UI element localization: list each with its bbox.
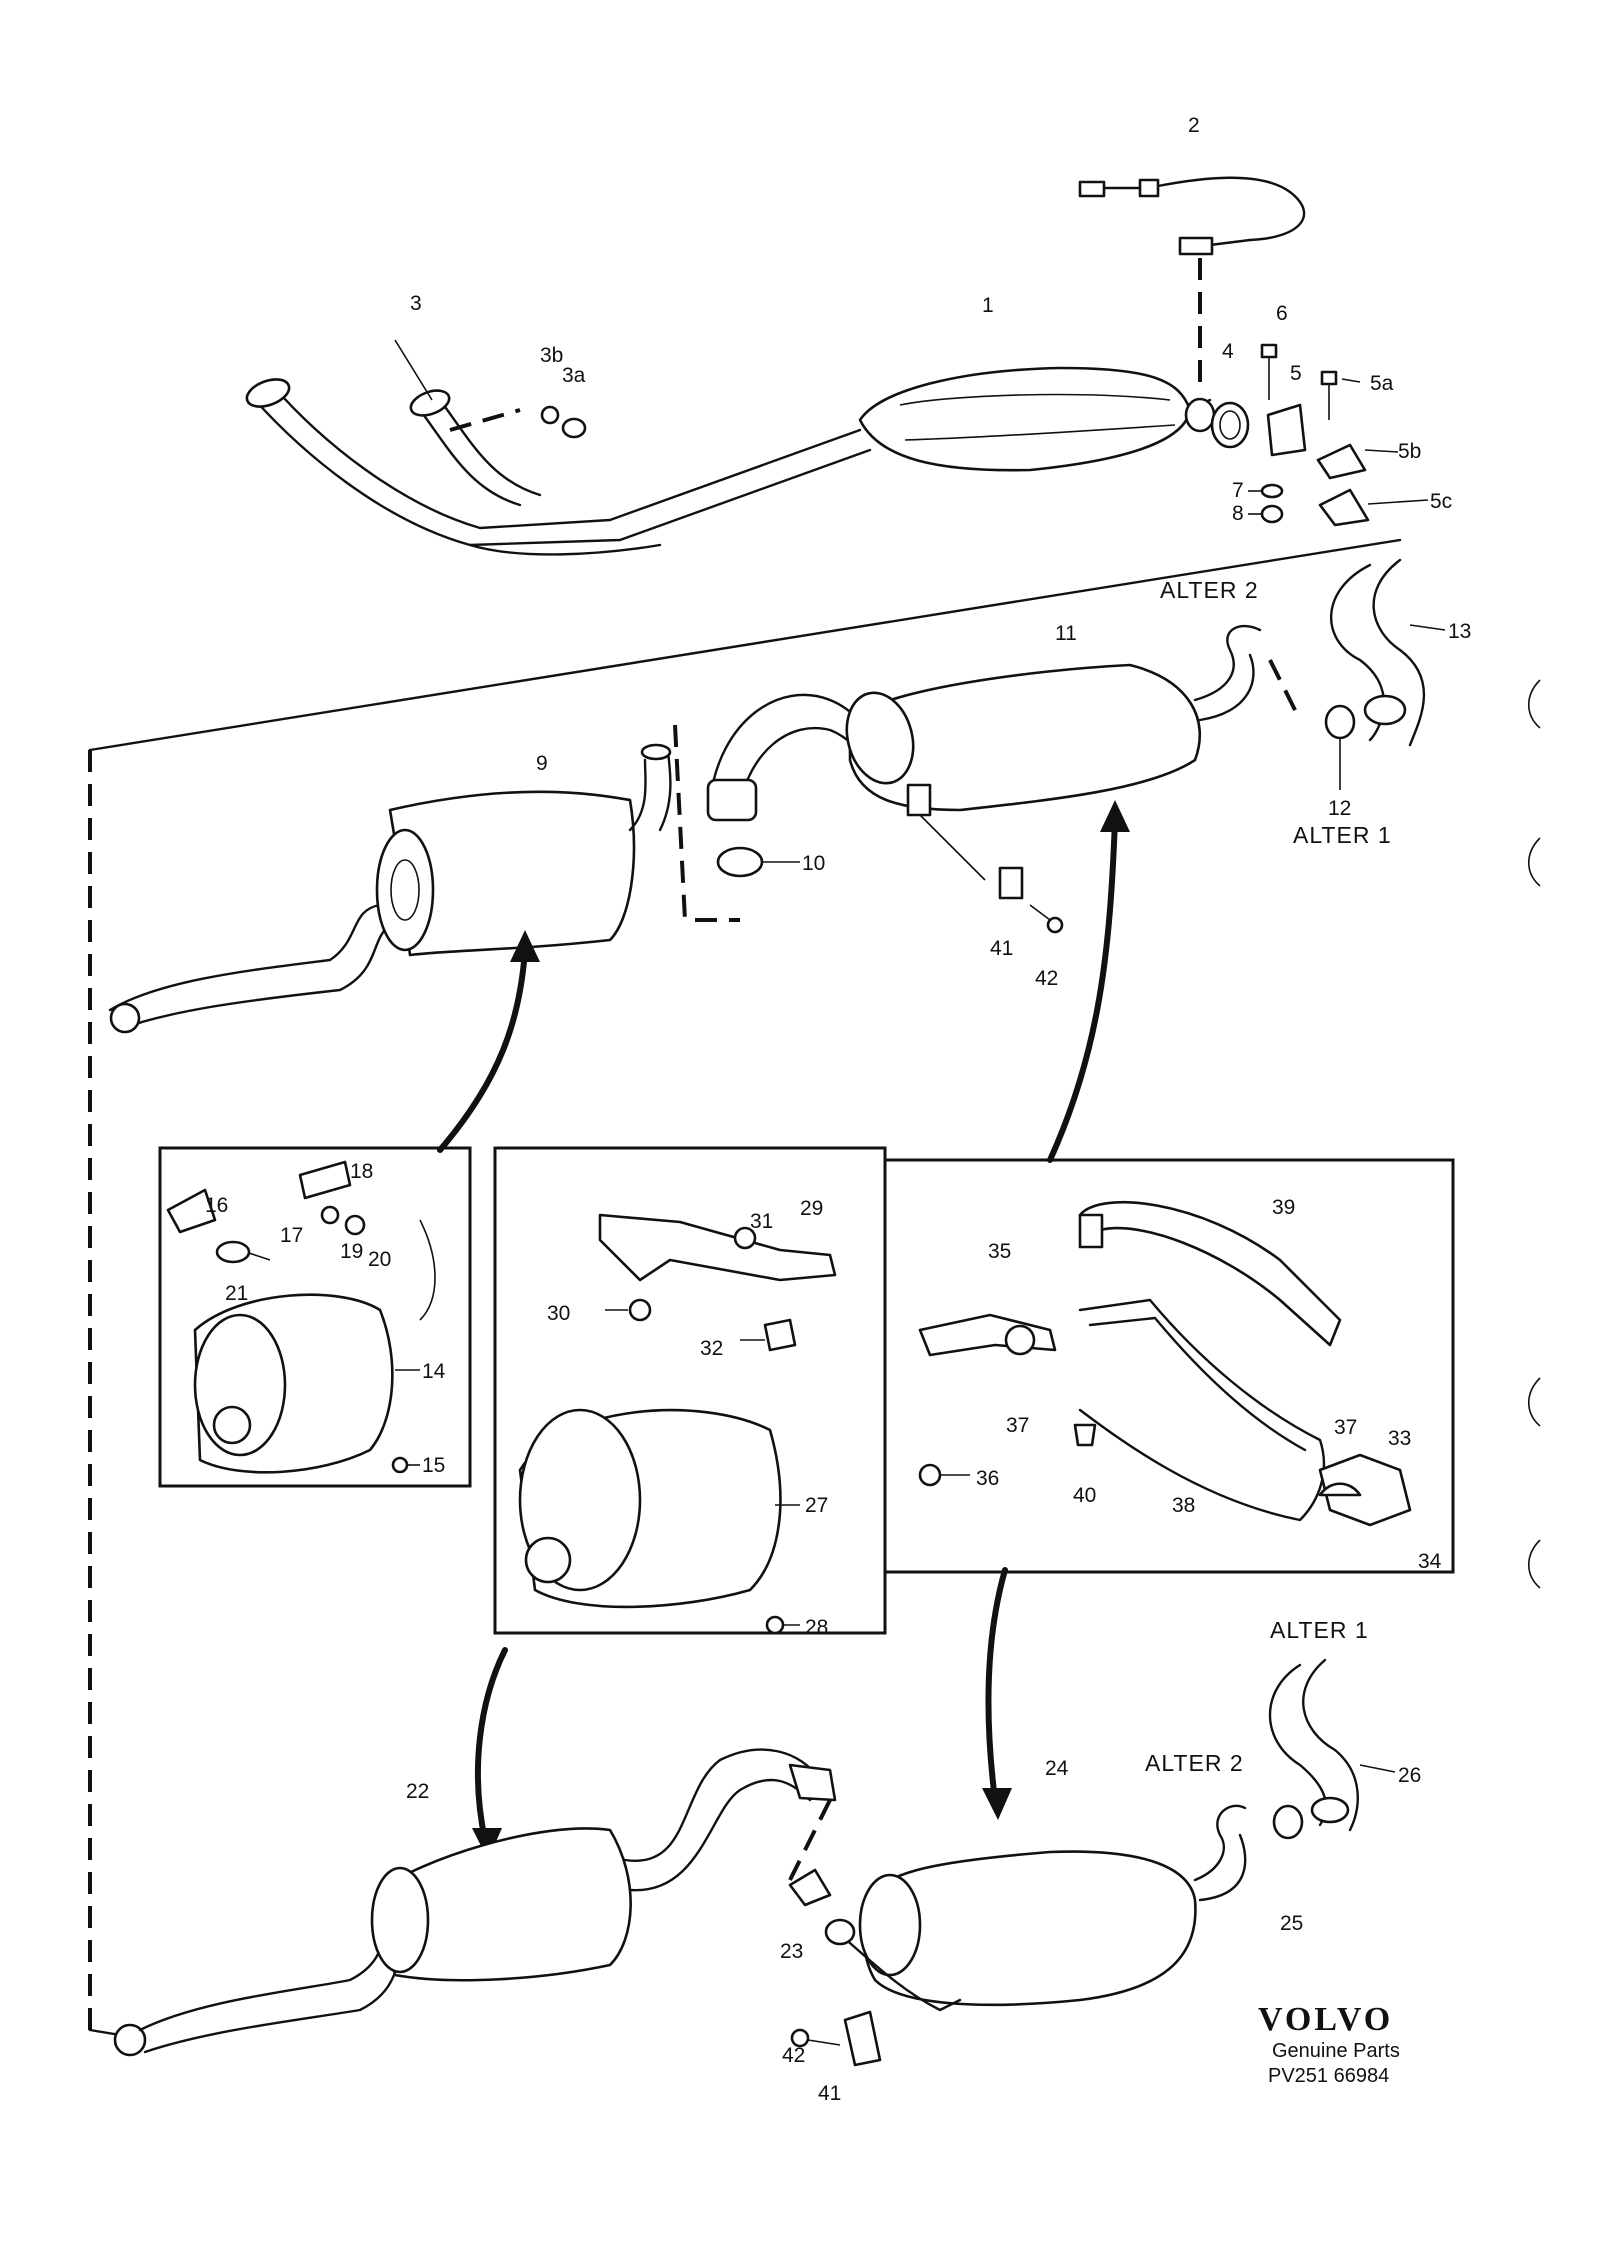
- label-2: 2: [1188, 114, 1200, 137]
- label-15: 15: [422, 1454, 445, 1477]
- inset-right-parts: [918, 1200, 1412, 1527]
- label-21: 21: [225, 1282, 248, 1305]
- inset-middle-parts: [518, 1213, 837, 1635]
- label-41-top: 41: [990, 937, 1013, 960]
- label-3b: 3b: [540, 344, 563, 367]
- label-14: 14: [422, 1360, 446, 1383]
- label-5a: 5a: [1370, 372, 1394, 395]
- bottom-front-silencer: [88, 1748, 837, 2057]
- label-42-top: 42: [1035, 967, 1058, 990]
- label-10: 10: [802, 852, 825, 875]
- label-12: 12: [1328, 797, 1351, 820]
- inset-box-right: [883, 1158, 1455, 1574]
- label-29: 29: [800, 1197, 823, 1220]
- label-17: 17: [280, 1224, 303, 1247]
- label-4: 4: [1222, 340, 1234, 363]
- label-42-bottom: 42: [782, 2044, 805, 2067]
- alter2-bottom: ALTER 2: [1145, 1750, 1244, 1776]
- label-26: 26: [1398, 1764, 1421, 1787]
- part-number: PV251 66984: [1268, 2065, 1389, 2087]
- label-32: 32: [700, 1337, 723, 1360]
- label-24: 24: [1045, 1757, 1069, 1780]
- label-40: 40: [1073, 1484, 1096, 1507]
- alternative-labels: ALTER 2 ALTER 1 ALTER 1 ALTER 2: [1145, 577, 1392, 1776]
- front-silencer: [108, 724, 687, 1034]
- brand-logo: VOLVO: [1258, 2001, 1393, 2038]
- label-7: 7: [1232, 479, 1244, 502]
- label-16: 16: [205, 1194, 228, 1217]
- label-13: 13: [1448, 620, 1471, 643]
- label-36: 36: [976, 1467, 999, 1490]
- label-30: 30: [547, 1302, 570, 1325]
- frame-line-top: [88, 538, 1402, 752]
- oxygen-sensor: [1078, 176, 1306, 390]
- arrows: [437, 800, 1130, 1860]
- label-11: 11: [1055, 622, 1077, 645]
- label-3a: 3a: [562, 364, 586, 387]
- label-25: 25: [1280, 1912, 1303, 1935]
- tailpipe-top: [1324, 558, 1446, 790]
- inset-box-left: [158, 1146, 472, 1488]
- inset-left-parts: [166, 1160, 436, 1474]
- alter1-top: ALTER 1: [1293, 822, 1392, 848]
- branding-block: VOLVO Genuine Parts PV251 66984: [1258, 2001, 1400, 2087]
- brand-subtitle: Genuine Parts: [1272, 2040, 1400, 2062]
- front-pipe-assembly: [245, 339, 872, 556]
- label-5: 5: [1290, 362, 1302, 385]
- label-31: 31: [750, 1210, 773, 1233]
- label-38: 38: [1172, 1494, 1195, 1517]
- label-18: 18: [350, 1160, 373, 1183]
- label-23: 23: [780, 1940, 803, 1963]
- label-33: 33: [1388, 1427, 1411, 1450]
- label-5c: 5c: [1430, 490, 1452, 513]
- label-19: 19: [340, 1240, 363, 1263]
- label-28: 28: [805, 1616, 828, 1639]
- clamp-10: [695, 846, 800, 922]
- bottom-rear-silencer: [788, 1804, 1247, 2067]
- alter1-bottom: ALTER 1: [1270, 1617, 1369, 1643]
- label-39: 39: [1272, 1196, 1295, 1219]
- label-41-bottom: 41: [818, 2082, 841, 2105]
- label-5b: 5b: [1398, 440, 1421, 463]
- label-1: 1: [982, 294, 994, 317]
- rear-silencer-top: [706, 624, 1302, 934]
- label-9: 9: [536, 752, 548, 775]
- label-35: 35: [988, 1240, 1011, 1263]
- label-20: 20: [368, 1248, 391, 1271]
- label-22: 22: [406, 1780, 429, 1803]
- label-6: 6: [1276, 302, 1288, 325]
- part-labels: 2 1 3 3b 3a 4 6 5 5a 5b 5c 7 8 9 10 11 1…: [205, 114, 1471, 2105]
- catalytic-converter: [858, 366, 1216, 472]
- bottom-tailpipe: [1268, 1658, 1396, 1840]
- label-34: 34: [1418, 1550, 1442, 1573]
- alter2-top: ALTER 2: [1160, 577, 1259, 603]
- label-8: 8: [1232, 502, 1244, 525]
- label-27: 27: [805, 1494, 828, 1517]
- clamp-parts: [1210, 343, 1429, 527]
- label-37-left: 37: [1006, 1414, 1029, 1437]
- label-37-right: 37: [1334, 1416, 1357, 1439]
- binder-marks: [1527, 679, 1541, 1589]
- label-3: 3: [410, 292, 422, 315]
